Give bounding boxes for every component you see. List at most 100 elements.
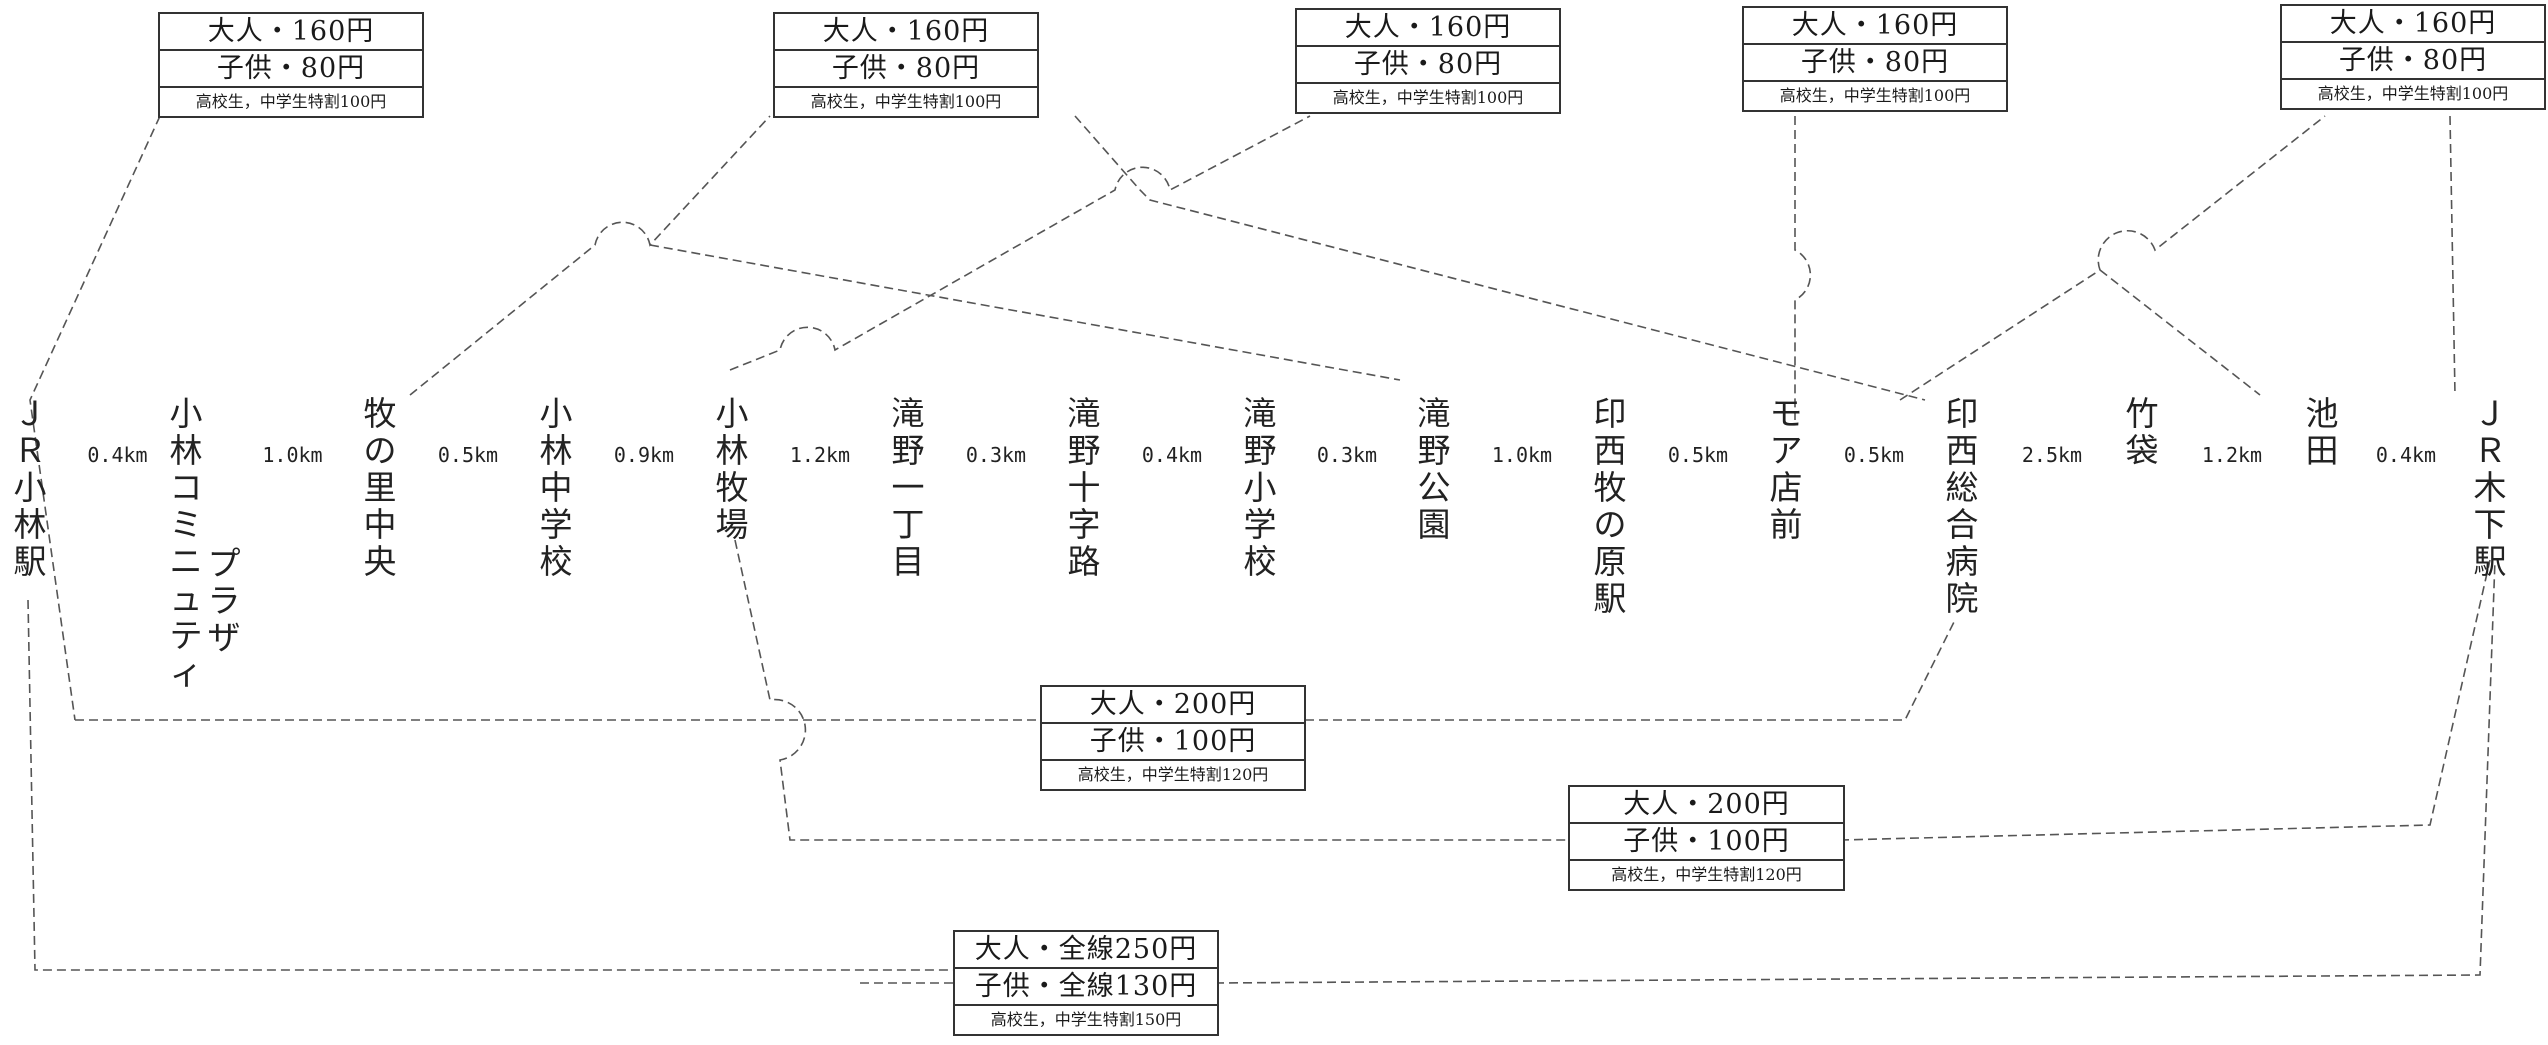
station-name-char: 店 bbox=[1770, 468, 1803, 507]
station-name-char: 目 bbox=[892, 542, 925, 581]
fare-child: 子供・80円 bbox=[775, 51, 1037, 88]
fare-box-2: 大人・160円 子供・80円 高校生，中学生特割100円 bbox=[773, 12, 1039, 118]
distance-label: 0.5km bbox=[1668, 443, 1728, 467]
fare-student: 高校生，中学生特割150円 bbox=[990, 1010, 1182, 1029]
fare-box-7: 大人・200円 子供・100円 高校生，中学生特割120円 bbox=[1568, 785, 1845, 891]
station-name-char: 小 bbox=[14, 468, 47, 507]
station-name-char: ザ bbox=[208, 618, 241, 657]
fare-adult: 大人・160円 bbox=[160, 14, 422, 51]
connector-fare-3 bbox=[729, 115, 1311, 371]
fare-student: 高校生，中学生特割100円 bbox=[2317, 84, 2509, 103]
connector-fare-8 bbox=[27, 599, 955, 971]
station-name-char: ラ bbox=[208, 581, 241, 620]
distance-label: 1.2km bbox=[790, 443, 850, 467]
fare-adult: 大人・全線250円 bbox=[955, 932, 1217, 969]
station-name-char: 公 bbox=[1418, 468, 1451, 507]
fare-student: 高校生，中学生特割100円 bbox=[195, 92, 387, 111]
station-name-char: 滝 bbox=[1068, 394, 1101, 433]
station-name-char: 印 bbox=[1594, 394, 1627, 433]
distance-label: 0.5km bbox=[1844, 443, 1904, 467]
station-name-char: 小 bbox=[540, 394, 573, 433]
station-name-char: 滝 bbox=[892, 394, 925, 433]
fare-child: 子供・全線130円 bbox=[955, 969, 1217, 1006]
distance-label: 1.0km bbox=[262, 443, 322, 467]
station-name-char: 場 bbox=[716, 505, 749, 544]
fare-adult: 大人・200円 bbox=[1570, 787, 1843, 824]
connector-fare-5 bbox=[1899, 115, 2326, 401]
station-name-char: 合 bbox=[1946, 505, 1979, 544]
station-name-char: 学 bbox=[1244, 505, 1277, 544]
station-name-char: 里 bbox=[364, 468, 397, 507]
fare-student: 高校生，中学生特割100円 bbox=[810, 92, 1002, 111]
distance-label: 0.4km bbox=[1142, 443, 1202, 467]
station-name-char: 園 bbox=[1418, 505, 1451, 544]
station-name-char: 西 bbox=[1946, 431, 1979, 470]
station-name-char: Ｒ bbox=[14, 431, 47, 470]
fare-box-1: 大人・160円 子供・80円 高校生，中学生特割100円 bbox=[158, 12, 424, 118]
station-name-char: 中 bbox=[540, 468, 573, 507]
distance-label: 0.5km bbox=[438, 443, 498, 467]
station-name-char: 林 bbox=[540, 431, 573, 470]
fare-box-5: 大人・160円 子供・80円 高校生，中学生特割100円 bbox=[2280, 4, 2546, 110]
station-name-char: Ｊ bbox=[2474, 394, 2507, 433]
fare-connector-lines bbox=[27, 115, 2496, 984]
distance-label: 1.2km bbox=[2202, 443, 2262, 467]
connector-fare-2 bbox=[409, 115, 771, 396]
station-name-char: 野 bbox=[1068, 431, 1101, 470]
station-ikeda: 池田 bbox=[2306, 394, 2339, 470]
fare-child: 子供・100円 bbox=[1570, 824, 1843, 861]
station-name-char: コ bbox=[170, 468, 203, 507]
fare-student: 高校生，中学生特割100円 bbox=[1332, 88, 1524, 107]
distance-label: 2.5km bbox=[2022, 443, 2082, 467]
fare-child: 子供・100円 bbox=[1042, 724, 1304, 761]
distance-label: 0.3km bbox=[1317, 443, 1377, 467]
station-name-char: 駅 bbox=[1594, 579, 1627, 618]
station-name-char: 竹 bbox=[2126, 394, 2159, 433]
station-name-char: 野 bbox=[1244, 431, 1277, 470]
fare-adult: 大人・160円 bbox=[1297, 10, 1559, 47]
connector-fare-4 bbox=[1794, 116, 1812, 420]
station-name-char: 牧 bbox=[1594, 468, 1627, 507]
station-name-char: 駅 bbox=[2474, 542, 2507, 581]
station-name-char: 田 bbox=[2306, 431, 2339, 470]
fare-box-6: 大人・200円 子供・100円 高校生，中学生特割120円 bbox=[1040, 685, 1306, 791]
station-name-char: の bbox=[1594, 505, 1627, 544]
station-name-char: 央 bbox=[364, 542, 397, 581]
fare-adult: 大人・160円 bbox=[1744, 8, 2006, 45]
station-name-char: 野 bbox=[892, 431, 925, 470]
station-name-char: 牧 bbox=[716, 468, 749, 507]
station-name-char: ニ bbox=[170, 542, 203, 581]
fare-adult: 大人・200円 bbox=[1042, 687, 1304, 724]
fare-adult: 大人・160円 bbox=[775, 14, 1037, 51]
station-name-char: Ｊ bbox=[14, 394, 47, 433]
station-name-char: 総 bbox=[1946, 468, 1979, 507]
station-name-char: 池 bbox=[2306, 394, 2339, 433]
station-name-char: 原 bbox=[1594, 542, 1627, 581]
station-name-char: 滝 bbox=[1244, 394, 1277, 433]
station-name-char: Ｒ bbox=[2474, 431, 2507, 470]
station-name-char: 駅 bbox=[14, 542, 47, 581]
station-name-char: 中 bbox=[364, 505, 397, 544]
distance-label: 0.4km bbox=[2376, 443, 2436, 467]
station-takebukuro: 竹袋 bbox=[2126, 394, 2159, 470]
station-name-char: の bbox=[364, 431, 397, 470]
fare-child: 子供・80円 bbox=[2282, 43, 2544, 80]
station-name-char: 字 bbox=[1068, 505, 1101, 544]
connector-fare-1 bbox=[29, 115, 161, 721]
station-list: ＪＲ小林駅小林コミニュティプラザ牧の里中央小林中学校小林牧場滝野一丁目滝野十字路… bbox=[14, 394, 2507, 692]
station-name-char: 校 bbox=[1244, 542, 1277, 581]
fare-child: 子供・80円 bbox=[1744, 45, 2006, 82]
station-name-char: テ bbox=[170, 616, 203, 655]
station-name-char: ミ bbox=[170, 505, 203, 544]
station-name-char: 野 bbox=[1418, 431, 1451, 470]
station-name-char: 丁 bbox=[892, 505, 925, 544]
